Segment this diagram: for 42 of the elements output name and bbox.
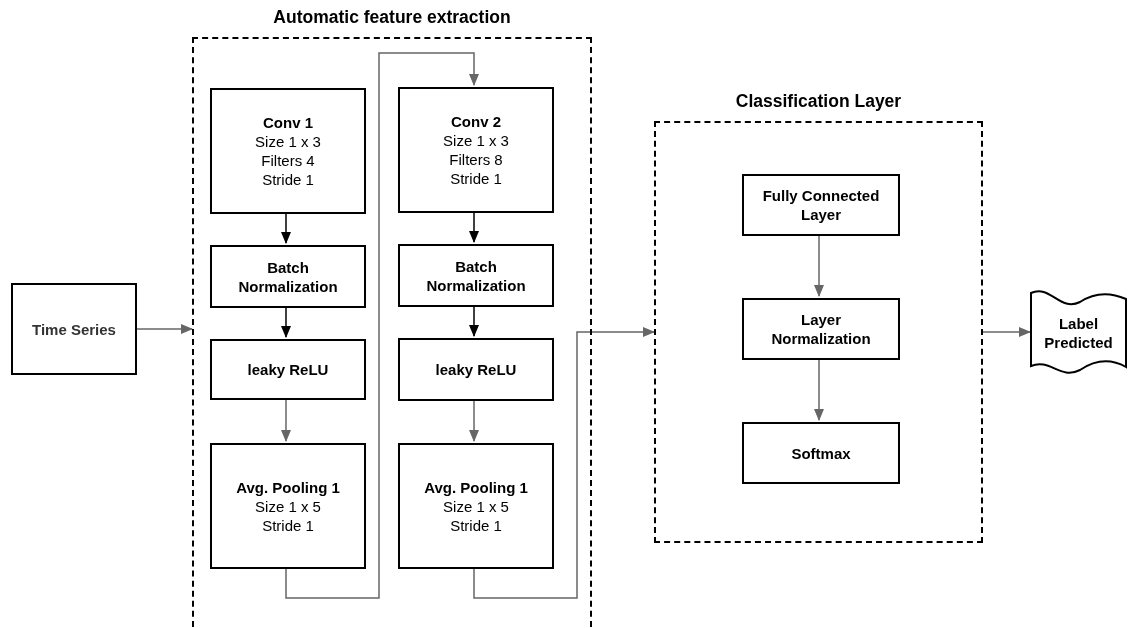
box-title: Conv 2: [450, 112, 502, 131]
parameter-text: Stride 1: [449, 169, 503, 188]
arrow: [136, 324, 193, 334]
box-title: Fully Connected Layer: [761, 186, 881, 224]
arrow: [982, 327, 1031, 337]
arrow: [473, 327, 655, 599]
process-box: [210, 88, 366, 214]
process-box: [398, 87, 554, 213]
document-shape: [1030, 290, 1127, 375]
parameter-text: Size 1 x 5: [254, 496, 322, 516]
group-heading: Classification Layer: [734, 91, 903, 112]
box-title: leaky ReLU: [246, 360, 330, 379]
process-box: [210, 245, 366, 308]
box-title: Softmax: [790, 443, 852, 463]
parameter-text: Filters 4: [260, 151, 316, 170]
parameter-text: Size 1 x 3: [254, 132, 322, 151]
parameter-text: Size 1 x 5: [442, 496, 510, 516]
parameter-text: Size 1 x 3: [442, 131, 510, 150]
process-box: [398, 244, 554, 307]
box-title: Label Predicted: [1043, 313, 1114, 352]
parameter-text: Stride 1: [261, 170, 315, 189]
box-title: Batch Normalization: [425, 256, 527, 295]
parameter-text: Filters 8: [448, 150, 504, 169]
process-box: [742, 422, 900, 484]
parameter-text: Stride 1: [449, 515, 503, 535]
box-title: Time Series: [31, 319, 117, 339]
process-box: [742, 174, 900, 236]
process-box: [742, 298, 900, 360]
process-box: [398, 338, 554, 401]
process-box: [210, 339, 366, 400]
parameter-text: Stride 1: [261, 515, 315, 535]
process-box: [210, 443, 366, 569]
box-title: Batch Normalization: [237, 257, 339, 296]
process-box: [11, 283, 137, 375]
box-title: Avg. Pooling 1: [235, 477, 341, 497]
box-title: Avg. Pooling 1: [423, 477, 529, 497]
arrow: [285, 52, 479, 599]
process-box: [398, 443, 554, 569]
box-title: leaky ReLU: [434, 360, 518, 379]
box-title: Conv 1: [262, 113, 314, 132]
box-title: Layer Normalization: [770, 310, 872, 348]
group-heading: Automatic feature extraction: [272, 7, 512, 28]
